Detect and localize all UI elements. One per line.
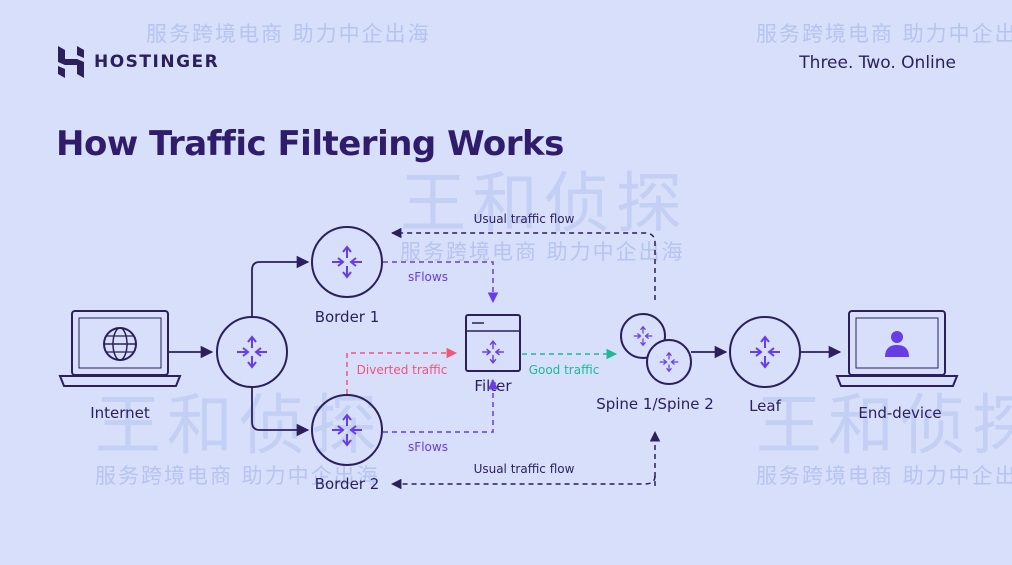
border-1-label: Border 1: [315, 308, 380, 326]
entry-router-icon: [216, 316, 288, 388]
watermark-brand-middle: 王和侦探: [400, 165, 688, 242]
diverted-traffic-label: Diverted traffic: [357, 363, 448, 377]
diverted-traffic-arrow: [346, 347, 458, 394]
end-device-laptop-icon: [835, 310, 959, 387]
border-2-label: Border 2: [315, 475, 380, 493]
leaf-router-icon: [729, 316, 801, 388]
spine-routers-icon: [620, 313, 692, 385]
sflows-arrows: [383, 261, 499, 433]
solid-connectors: [169, 255, 842, 437]
watermark-text-top-left: 服务跨境电商 助力中企出海: [146, 22, 431, 46]
watermark-brand-right: 王和侦探: [756, 387, 1012, 464]
brand: HOSTINGER: [58, 46, 219, 78]
border-1-router-icon: [311, 226, 383, 298]
spine-label: Spine 1/Spine 2: [596, 395, 714, 413]
usual-traffic-top-label: Usual traffic flow: [474, 212, 575, 226]
brand-name: HOSTINGER: [94, 52, 220, 72]
end-device-label: End-device: [858, 404, 941, 422]
sflows-top-label: sFlows: [408, 270, 448, 284]
filter-device-icon: [465, 314, 521, 372]
watermark-text-middle: 服务跨境电商 助力中企出海: [400, 240, 685, 264]
border-2-router-icon: [311, 394, 383, 466]
watermark-text-top-right: 服务跨境电商 助力中企出海: [756, 22, 1012, 46]
tagline: Three. Two. Online: [799, 53, 956, 73]
page-title: How Traffic Filtering Works: [56, 124, 564, 164]
sflows-bottom-label: sFlows: [408, 440, 448, 454]
hostinger-logo-icon: [58, 46, 84, 78]
watermark-text-bottom-left: 服务跨境电商 助力中企出海: [95, 464, 380, 488]
internet-label: Internet: [90, 404, 150, 422]
leaf-label: Leaf: [749, 397, 782, 415]
usual-traffic-bottom-label: Usual traffic flow: [474, 462, 575, 476]
watermark-text-bottom-right: 服务跨境电商 助力中企出海: [756, 464, 1012, 488]
usual-traffic-flow-arrows: [390, 227, 661, 490]
internet-laptop-icon: [58, 310, 182, 387]
good-traffic-label: Good traffic: [529, 363, 600, 377]
